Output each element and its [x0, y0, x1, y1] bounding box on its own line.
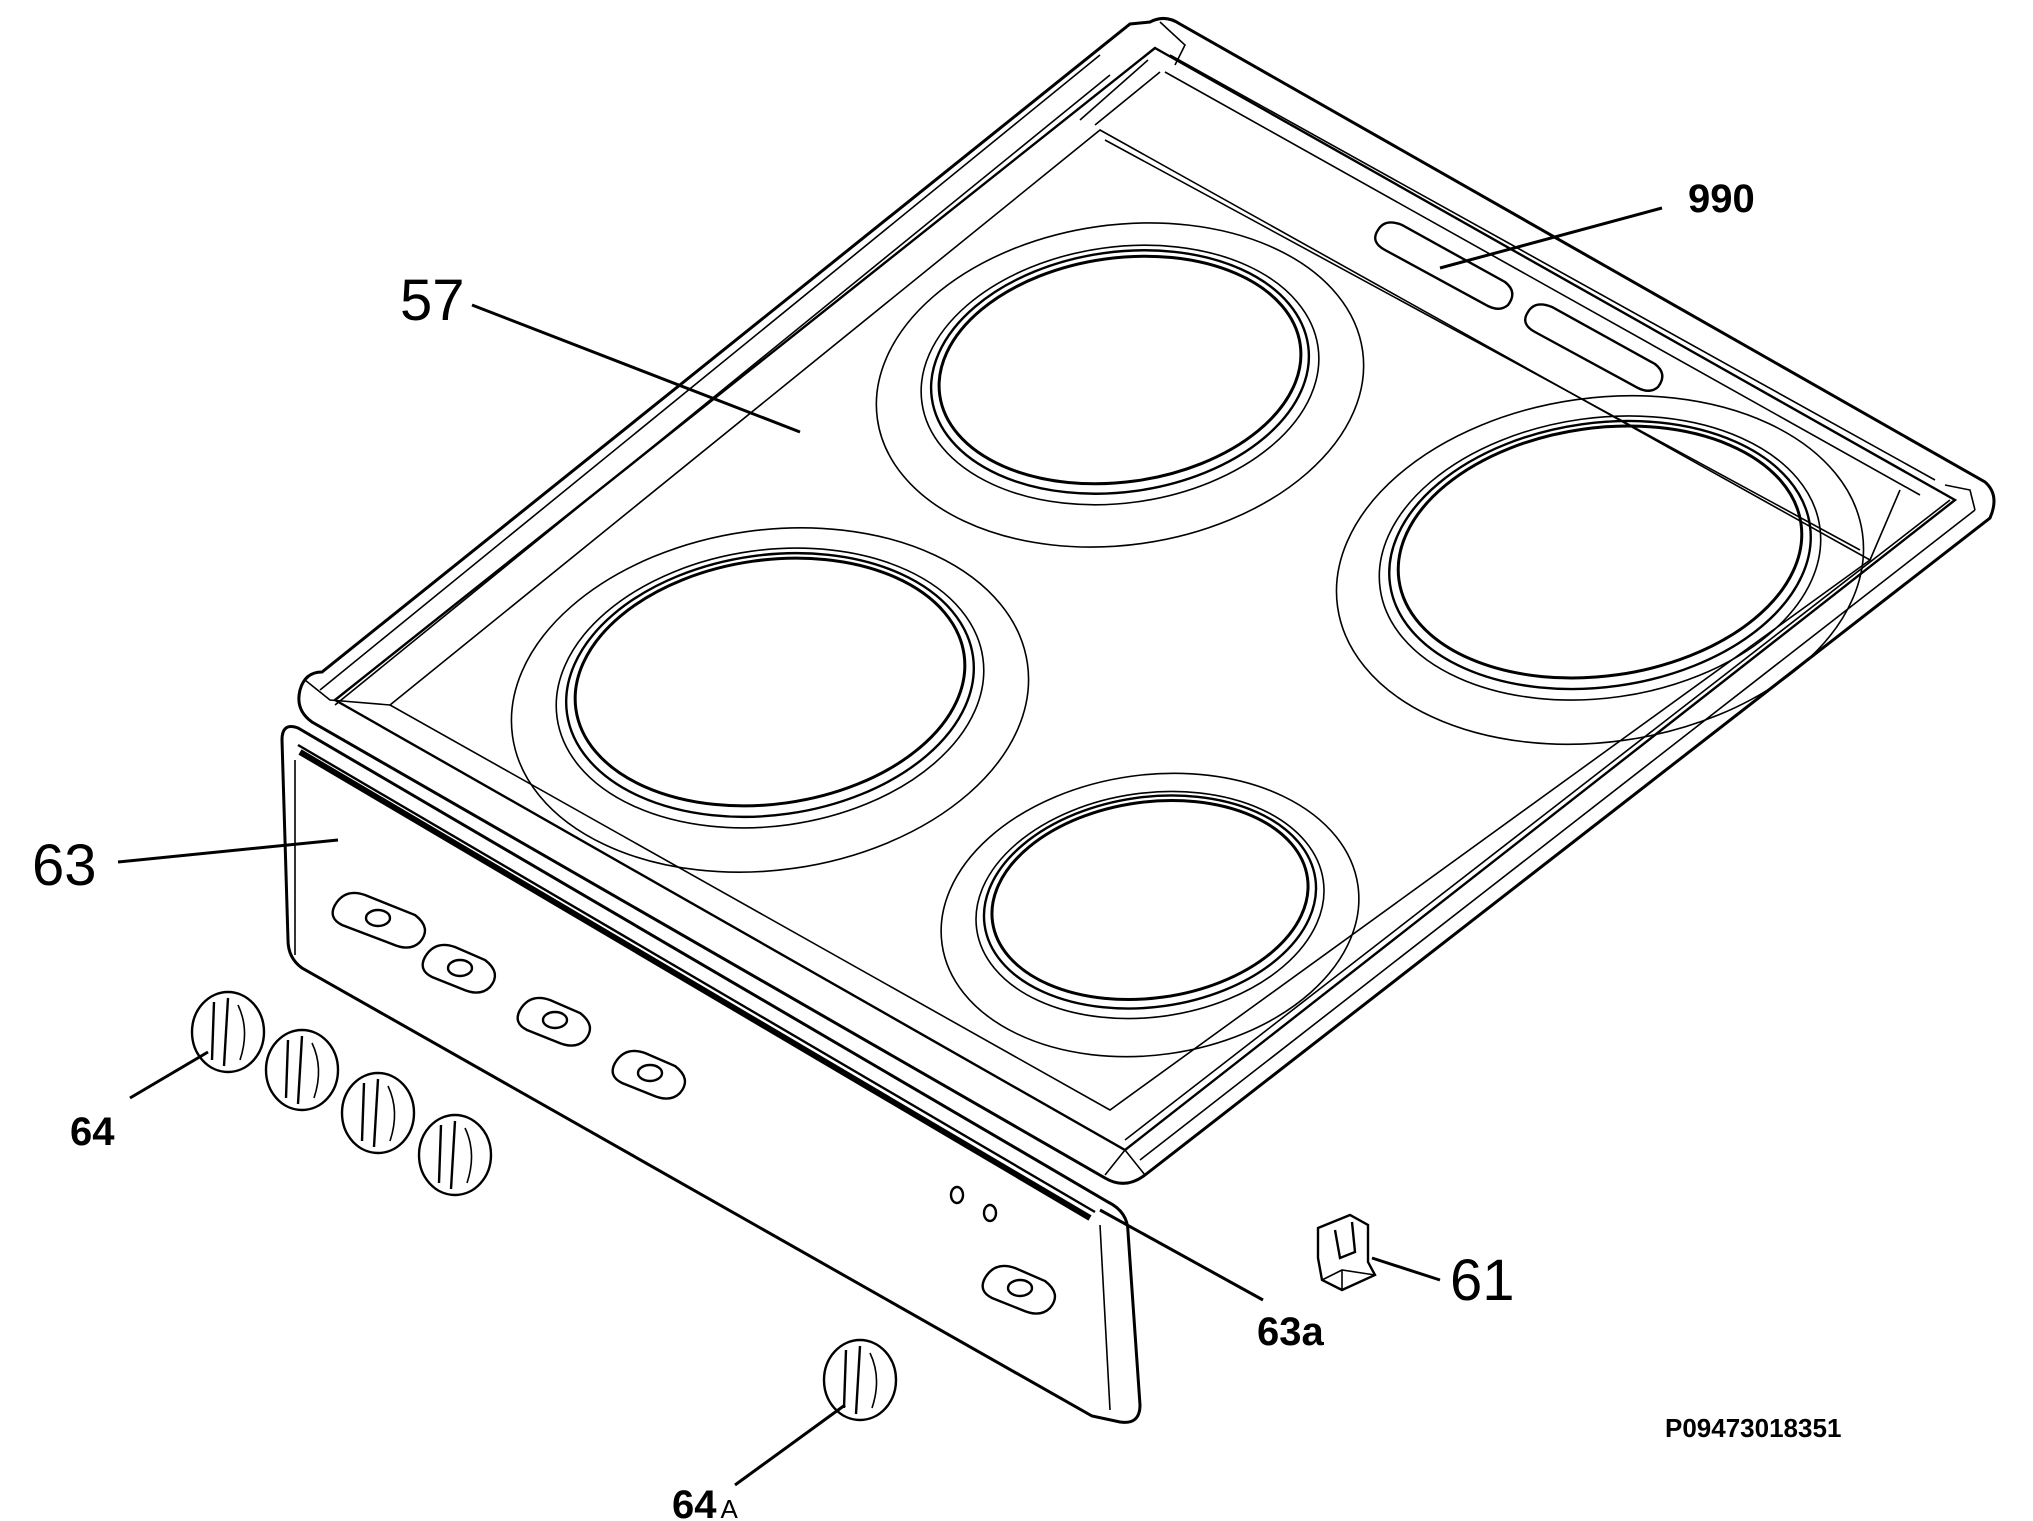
leader-990	[1439, 206, 1663, 270]
knob-boss	[981, 1264, 1057, 1315]
callout-64: 64	[70, 1110, 115, 1154]
cooking-zone-rear-left	[875, 222, 1365, 548]
control-knob	[417, 1113, 493, 1197]
knob-boss	[516, 996, 592, 1047]
control-panel	[280, 725, 1142, 1424]
leader-63	[117, 838, 339, 864]
knob-boss	[611, 1049, 687, 1100]
callout-64a-number: 64	[672, 1483, 717, 1521]
vent-slots	[1374, 221, 1664, 392]
knob-boss	[331, 891, 427, 949]
cooking-zone-front-right	[940, 772, 1360, 1058]
leader-61	[1371, 1256, 1441, 1282]
part-code: P09473018351	[1665, 1413, 1841, 1443]
callout-61: 61	[1450, 1248, 1515, 1313]
control-knobs	[190, 990, 898, 1422]
leader-64	[129, 1050, 209, 1100]
leader-57	[471, 303, 801, 434]
callout-63a: 63a	[1257, 1310, 1324, 1354]
callout-57: 57	[400, 268, 465, 333]
callout-64a-suffix: A	[721, 1494, 739, 1521]
control-knob-64a	[822, 1338, 898, 1422]
control-knob	[264, 1028, 340, 1112]
cooking-zone-rear-right	[1335, 394, 1865, 746]
control-knob	[340, 1071, 416, 1155]
leader-64a	[734, 1403, 846, 1487]
callout-63: 63	[32, 833, 97, 898]
knob-bosses	[331, 891, 1057, 1315]
cooking-zone-front-left	[510, 527, 1030, 873]
callout-990: 990	[1688, 177, 1755, 221]
fixing-clip	[1316, 1213, 1377, 1292]
control-knob	[190, 990, 266, 1074]
leader-lines	[117, 206, 1663, 1487]
leader-63a	[1099, 1208, 1264, 1302]
knob-boss	[421, 943, 497, 994]
